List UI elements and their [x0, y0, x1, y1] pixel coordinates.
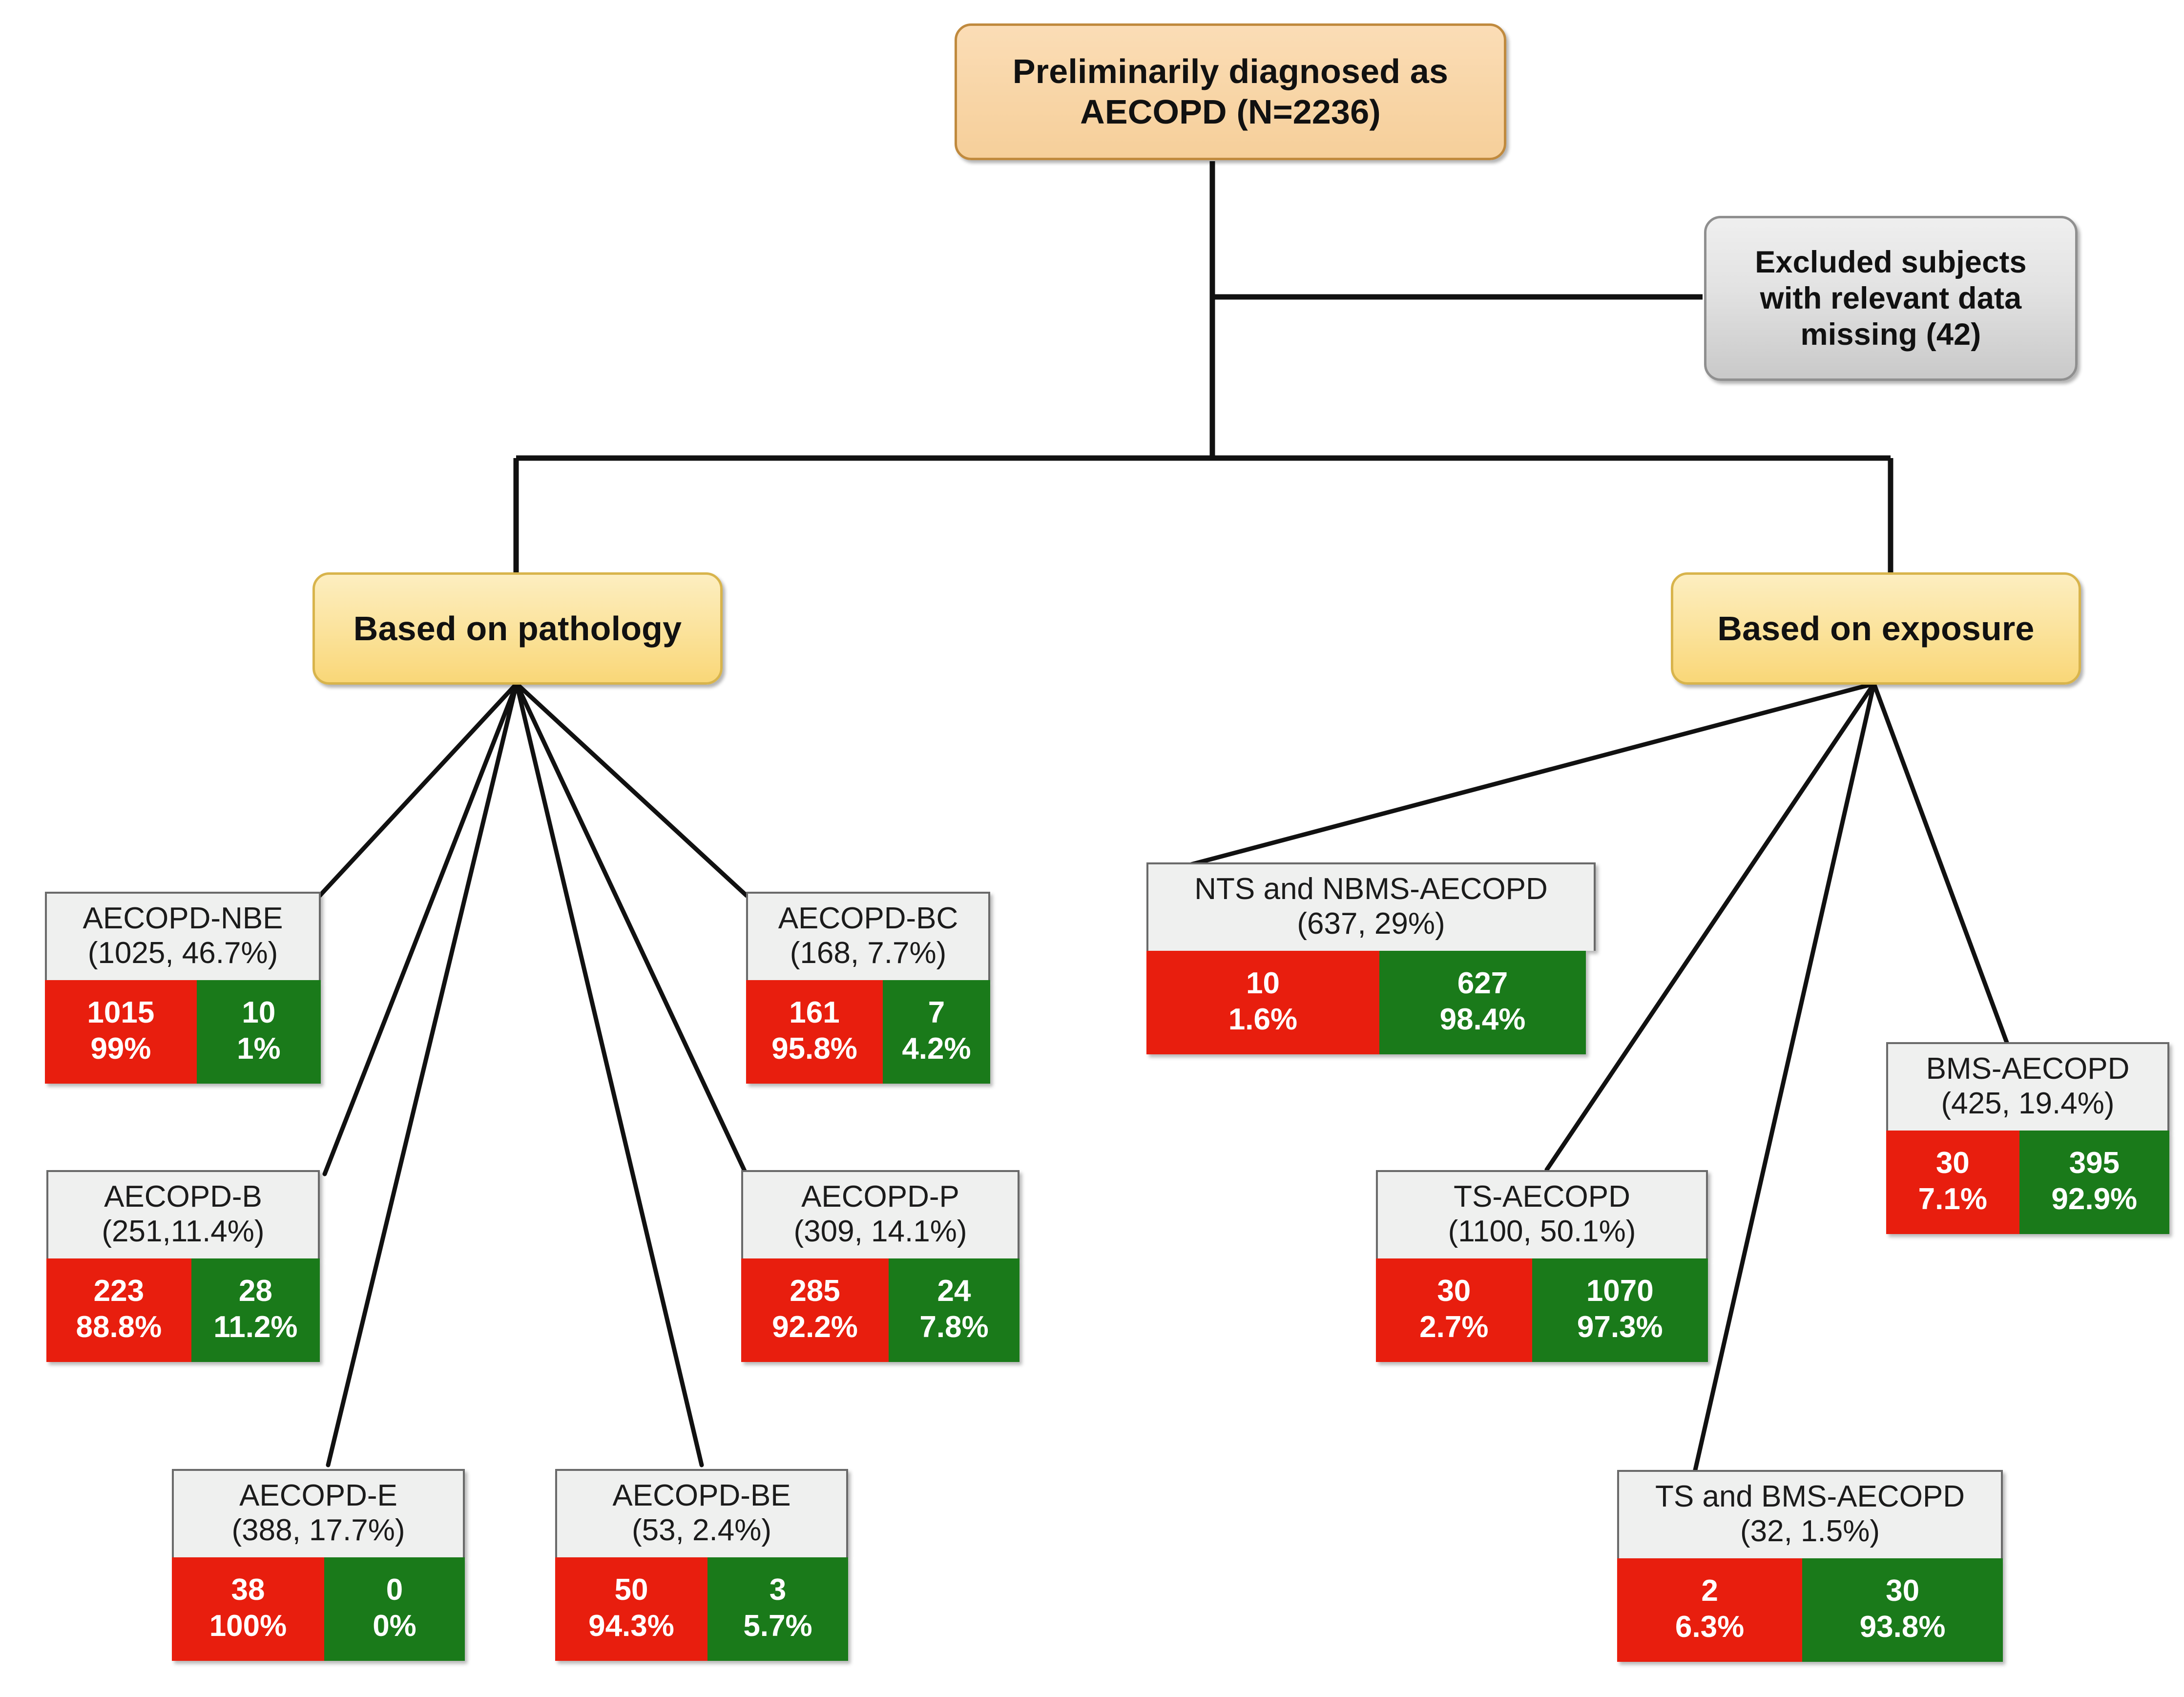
group-card-aecopd-nbe[interactable]: AECOPD-NBE (1025, 46.7%) 1015 99% 10 1%: [45, 892, 321, 1084]
group-card-aecopd-e[interactable]: AECOPD-E (388, 17.7%) 38 100% 0 0%: [172, 1469, 465, 1661]
card-header-ts-bms-aecopd: TS and BMS-AECOPD (32, 1.5%): [1617, 1470, 2003, 1559]
card-split-bms-aecopd: 30 7.1% 395 92.9%: [1886, 1131, 2169, 1235]
excluded-node[interactable]: Excluded subjects with relevant data mis…: [1704, 216, 2078, 381]
edge-pathology-b: [322, 681, 519, 1176]
card-split-aecopd-bc: 161 95.8% 7 4.2%: [746, 980, 990, 1084]
branch-node-pathology[interactable]: Based on pathology: [312, 572, 723, 685]
cell-green-aecopd-b: 28 11.2%: [191, 1258, 320, 1362]
cell-green-aecopd-e: 0 0%: [324, 1557, 465, 1661]
card-header-ts-aecopd: TS-AECOPD (1100, 50.1%): [1376, 1170, 1708, 1259]
edge-pathology-e: [326, 681, 519, 1467]
edge-exposure-bms: [1872, 681, 2010, 1048]
card-split-aecopd-b: 223 88.8% 28 11.2%: [46, 1258, 320, 1362]
card-header-aecopd-nbe: AECOPD-NBE (1025, 46.7%): [45, 892, 321, 981]
card-split-aecopd-nbe: 1015 99% 10 1%: [45, 980, 321, 1084]
cell-green-aecopd-nbe: 10 1%: [196, 980, 321, 1084]
edge-pathology-be: [514, 681, 704, 1467]
edge-exposure-ts: [1544, 681, 1876, 1172]
card-split-nts-nbms-aecopd: 10 1.6% 627 98.4%: [1146, 951, 1586, 1055]
edge-pathology-bc: [514, 681, 749, 898]
card-split-ts-aecopd: 30 2.7% 1070 97.3%: [1376, 1258, 1708, 1362]
group-card-ts-aecopd[interactable]: TS-AECOPD (1100, 50.1%) 30 2.7% 1070 97.…: [1376, 1170, 1708, 1362]
edge-exposure-tsbms: [1693, 681, 1876, 1472]
card-header-aecopd-p: AECOPD-P (309, 14.1%): [741, 1170, 1019, 1259]
card-header-aecopd-e: AECOPD-E (388, 17.7%): [172, 1469, 465, 1558]
cell-red-aecopd-p: 285 92.2%: [741, 1258, 889, 1362]
group-card-bms-aecopd[interactable]: BMS-AECOPD (425, 19.4%) 30 7.1% 395 92.9…: [1886, 1042, 2169, 1235]
cell-green-aecopd-bc: 7 4.2%: [883, 980, 990, 1084]
card-header-nts-nbms-aecopd: NTS and NBMS-AECOPD (637, 29%): [1146, 862, 1596, 951]
card-header-aecopd-bc: AECOPD-BC (168, 7.7%): [746, 892, 990, 981]
group-card-nts-nbms-aecopd[interactable]: NTS and NBMS-AECOPD (637, 29%) 10 1.6% 6…: [1146, 862, 1596, 1055]
cell-green-bms-aecopd: 395 92.9%: [2019, 1131, 2169, 1235]
branch-pathology-label: Based on pathology: [353, 609, 682, 648]
group-card-aecopd-p[interactable]: AECOPD-P (309, 14.1%) 285 92.2% 24 7.8%: [741, 1170, 1019, 1362]
branch-exposure-label: Based on exposure: [1717, 609, 2035, 648]
card-header-aecopd-be: AECOPD-BE (53, 2.4%): [555, 1469, 848, 1558]
card-header-bms-aecopd: BMS-AECOPD (425, 19.4%): [1886, 1042, 2169, 1131]
card-split-aecopd-p: 285 92.2% 24 7.8%: [741, 1258, 1019, 1362]
excluded-node-label: Excluded subjects with relevant data mis…: [1755, 245, 2027, 352]
cell-green-aecopd-be: 3 5.7%: [707, 1557, 848, 1661]
cell-red-aecopd-e: 38 100%: [172, 1557, 324, 1661]
group-card-aecopd-be[interactable]: AECOPD-BE (53, 2.4%) 50 94.3% 3 5.7%: [555, 1469, 848, 1661]
cell-green-ts-bms-aecopd: 30 93.8%: [1802, 1558, 2003, 1662]
edge-pathology-p: [514, 681, 749, 1176]
cell-red-nts-nbms-aecopd: 10 1.6%: [1146, 951, 1379, 1055]
cell-green-nts-nbms-aecopd: 627 98.4%: [1379, 951, 1586, 1055]
root-node[interactable]: Preliminarily diagnosed as AECOPD (N=223…: [955, 23, 1506, 160]
cell-green-aecopd-p: 24 7.8%: [889, 1258, 1019, 1362]
edge-pathology-nbe: [317, 681, 519, 898]
cell-red-bms-aecopd: 30 7.1%: [1886, 1131, 2019, 1235]
cell-red-aecopd-bc: 161 95.8%: [746, 980, 883, 1084]
card-split-aecopd-e: 38 100% 0 0%: [172, 1557, 465, 1661]
cell-green-ts-aecopd: 1070 97.3%: [1532, 1258, 1708, 1362]
cell-red-aecopd-b: 223 88.8%: [46, 1258, 191, 1362]
group-card-aecopd-bc[interactable]: AECOPD-BC (168, 7.7%) 161 95.8% 7 4.2%: [746, 892, 990, 1084]
card-split-ts-bms-aecopd: 2 6.3% 30 93.8%: [1617, 1558, 2003, 1662]
cell-red-ts-bms-aecopd: 2 6.3%: [1617, 1558, 1803, 1662]
group-card-ts-bms-aecopd[interactable]: TS and BMS-AECOPD (32, 1.5%) 2 6.3% 30 9…: [1617, 1470, 2003, 1662]
root-node-label: Preliminarily diagnosed as AECOPD (N=223…: [1012, 52, 1449, 131]
branch-node-exposure[interactable]: Based on exposure: [1671, 572, 2081, 685]
cell-red-ts-aecopd: 30 2.7%: [1376, 1258, 1532, 1362]
group-card-aecopd-b[interactable]: AECOPD-B (251,11.4%) 223 88.8% 28 11.2%: [46, 1170, 320, 1362]
cell-red-aecopd-be: 50 94.3%: [555, 1557, 707, 1661]
cell-red-aecopd-nbe: 1015 99%: [45, 980, 197, 1084]
edge-exposure-nts: [1189, 681, 1876, 867]
card-header-aecopd-b: AECOPD-B (251,11.4%): [46, 1170, 320, 1259]
card-split-aecopd-be: 50 94.3% 3 5.7%: [555, 1557, 848, 1661]
